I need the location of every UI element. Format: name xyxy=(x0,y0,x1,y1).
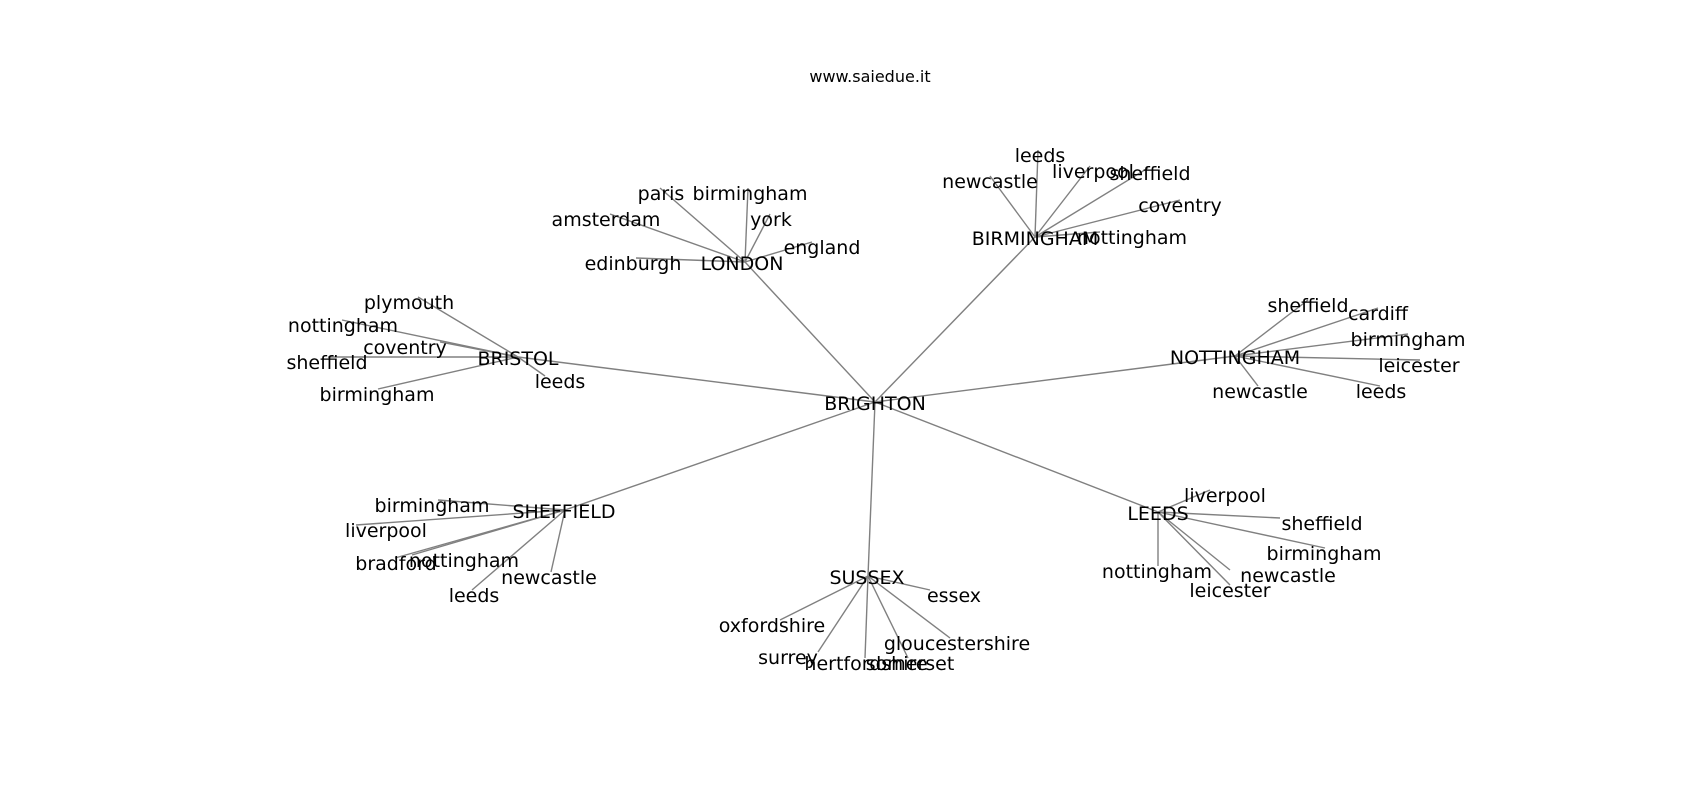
edge-sheffield-liverpool xyxy=(355,509,566,526)
leaf-node-label: newcastle xyxy=(1212,381,1308,403)
edge-sussex-surrey xyxy=(817,575,869,653)
leaf-node-label: bradford xyxy=(355,553,436,575)
edge-sheffield-newcastle xyxy=(550,509,566,573)
leaf-node-label: coventry xyxy=(1138,195,1222,217)
edge-sheffield-birmingham xyxy=(437,499,566,511)
edge-nottingham-birmingham xyxy=(1234,333,1409,357)
leaf-node-label: paris xyxy=(638,183,685,205)
edge-root-sussex xyxy=(867,401,876,577)
leaf-node-label: amsterdam xyxy=(552,209,661,231)
leaf-node-label: leeds xyxy=(1356,381,1407,403)
edge-nottingham-leicester xyxy=(1234,355,1421,361)
leaf-node-label: oxfordshire xyxy=(719,615,825,637)
leaf-node-label: hertfordshire xyxy=(804,653,927,675)
leaf-node-label: somerset xyxy=(866,653,955,675)
edge-sheffield-nottingham xyxy=(411,509,566,556)
edge-nottingham-sheffield xyxy=(1234,299,1309,357)
leaf-node-label: surrey xyxy=(758,647,818,669)
edge-root-birmingham xyxy=(874,236,1036,403)
edge-bristol-leeds xyxy=(517,356,546,377)
edges-layer xyxy=(328,149,1421,659)
leaf-node-label: newcastle xyxy=(501,567,597,589)
edge-sussex-gloucestershire xyxy=(867,575,951,639)
leaf-node-label: england xyxy=(784,237,861,259)
leaf-node-label: nottingham xyxy=(1077,227,1187,249)
edge-bristol-coventry xyxy=(439,341,519,358)
edge-sussex-hertfordshire xyxy=(864,575,869,659)
leaf-node-label: liverpool xyxy=(1184,485,1266,507)
edge-london-birmingham xyxy=(744,187,749,263)
edge-bristol-birmingham xyxy=(377,356,519,390)
edge-london-york xyxy=(744,213,771,263)
edge-leeds-leicester xyxy=(1157,511,1231,586)
leaf-node-label: nottingham xyxy=(288,315,398,337)
edge-leeds-liverpool xyxy=(1157,489,1211,513)
edge-root-bristol xyxy=(517,356,876,403)
hub-node-label: BRISTOL xyxy=(477,348,558,370)
edge-nottingham-leeds xyxy=(1234,355,1381,387)
graph-title: www.saiedue.it xyxy=(809,67,930,86)
leaf-node-label: leeds xyxy=(449,585,500,607)
leaf-node-label: birmingham xyxy=(693,183,808,205)
leaf-node-label: sheffield xyxy=(286,352,367,374)
edge-london-edinburgh xyxy=(635,257,746,263)
root-node-label: BRIGHTON xyxy=(824,393,926,415)
leaf-node-label: leicester xyxy=(1189,580,1270,602)
edge-root-sheffield xyxy=(564,401,876,511)
leaf-node-label: liverpool xyxy=(345,520,427,542)
leaf-node-label: essex xyxy=(927,585,981,607)
leaf-node-label: leeds xyxy=(1015,145,1066,167)
edge-nottingham-cardiff xyxy=(1234,307,1379,357)
leaf-node-label: birmingham xyxy=(375,495,490,517)
leaf-node-label: cardiff xyxy=(1348,303,1409,325)
leaf-node-label: leicester xyxy=(1378,355,1459,377)
edge-bristol-plymouth xyxy=(417,296,519,358)
leaf-node-label: sheffield xyxy=(1109,163,1190,185)
leaf-node-label: coventry xyxy=(363,337,447,359)
hub-node-label: NOTTINGHAM xyxy=(1170,347,1300,369)
leaf-node-label: newcastle xyxy=(1240,565,1336,587)
leaf-node-label: gloucestershire xyxy=(884,633,1030,655)
hub-node-label: LEEDS xyxy=(1127,503,1188,525)
leaf-node-label: liverpool xyxy=(1052,161,1134,183)
leaf-node-label: birmingham xyxy=(1351,329,1466,351)
leaf-node-label: sheffield xyxy=(1281,513,1362,535)
hub-node-label: BIRMINGHAM xyxy=(972,228,1098,250)
edge-root-london xyxy=(744,261,876,403)
edge-london-amsterdam xyxy=(609,213,746,263)
edge-birmingham-coventry xyxy=(1034,199,1181,238)
edge-sussex-somerset xyxy=(867,575,909,659)
leaf-node-label: sheffield xyxy=(1267,295,1348,317)
hub-node-label: SUSSEX xyxy=(829,567,904,589)
leaf-node-label: birmingham xyxy=(1267,543,1382,565)
edge-birmingham-sheffield xyxy=(1034,167,1149,238)
edge-leeds-sheffield xyxy=(1157,511,1281,519)
edge-birmingham-leeds xyxy=(1034,149,1039,238)
leaf-node-label: birmingham xyxy=(320,384,435,406)
edge-root-leeds xyxy=(874,401,1159,513)
edge-london-england xyxy=(744,241,813,263)
hub-node-label: LONDON xyxy=(701,253,784,275)
edge-root-nottingham xyxy=(874,355,1236,403)
leaf-node-label: york xyxy=(750,209,792,231)
labels-layer: BRIGHTON LONDON paris birmingham amsterdam yo… xyxy=(286,145,1465,675)
leaf-node-label: nottingham xyxy=(1102,561,1212,583)
edge-birmingham-nottingham xyxy=(1034,231,1101,238)
edge-sussex-essex xyxy=(867,575,931,591)
edge-leeds-birmingham xyxy=(1157,511,1326,549)
edge-sheffield-leeds xyxy=(471,509,566,591)
edge-birmingham-newcastle xyxy=(989,175,1036,238)
edge-nottingham-newcastle xyxy=(1234,355,1259,387)
hub-node-label: SHEFFIELD xyxy=(512,501,615,523)
leaf-node-label: newcastle xyxy=(942,171,1038,193)
leaf-node-label: edinburgh xyxy=(585,253,682,275)
leaf-node-label: nottingham xyxy=(409,550,519,572)
edge-birmingham-liverpool xyxy=(1034,165,1091,238)
leaf-node-label: plymouth xyxy=(364,292,454,314)
edge-london-paris xyxy=(659,187,746,263)
edge-sussex-oxfordshire xyxy=(779,575,869,621)
leaf-node-label: leeds xyxy=(535,371,586,393)
edge-leeds-newcastle xyxy=(1157,511,1231,571)
